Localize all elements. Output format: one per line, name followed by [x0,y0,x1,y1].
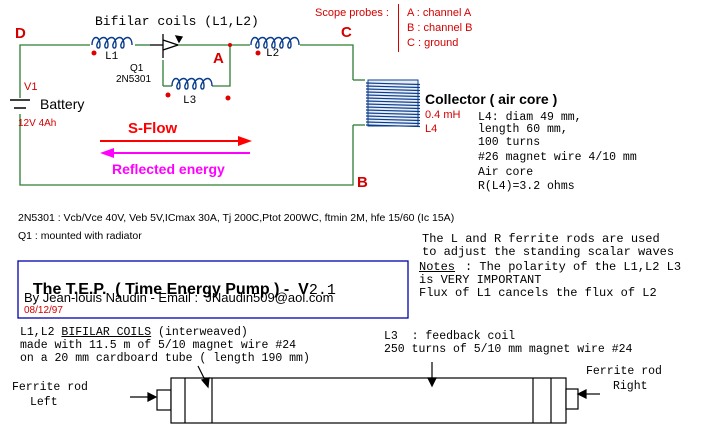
l3-label: L3 [183,95,197,107]
bifilar-coils-label: Bifilar coils (L1,L2) [95,14,259,29]
battery-spec-label: 12V 4Ah [18,118,57,129]
ferrite-note-1: The L and R ferrite rods are used [422,232,660,246]
probe-c: C : ground [407,37,459,49]
collector-turn [365,118,421,122]
probes-divider [398,4,399,52]
title-box [17,260,409,319]
collector-turn [365,94,421,98]
date-label: 08/12/97 [24,305,63,316]
tep-title: The T.E.P. ( Time Energy Pump ) - V2.1 [24,266,336,299]
l4-spec-line: Air core [478,166,534,179]
collector-label: Collector ( air core ) [425,91,558,107]
collector-turn [365,85,421,89]
ferrite-rod-left [156,389,172,411]
node-b-label: B [357,174,368,191]
l4-spec-line: 100 turns [478,136,541,149]
wire-l3-a [212,45,231,87]
collector-turn [365,109,421,113]
probe-b: B : channel B [407,22,473,34]
battery-label: Battery [40,96,85,112]
ferrite-right-label: Ferrite rod [586,365,662,378]
ferrite-right-side: Right [613,380,648,393]
author-line: By Jean-louis Naudin - Email : JNaudin50… [24,290,334,305]
collector-turn [365,103,421,107]
polarity-dot-l3-end [225,95,231,101]
polarity-dot-l3 [165,92,171,98]
collector-turn [365,112,421,116]
node-d-label: D [15,25,26,42]
coil-assembly [156,377,579,424]
sflow-label: S-Flow [128,120,178,137]
collector-turn [365,97,421,101]
ferrite-left-side: Left [30,396,58,409]
coil-l2 [250,36,300,49]
wire-d-battery [19,44,90,98]
wire-battery-b [19,114,354,186]
tep-version: 2.1 [308,282,336,299]
collector-turn [365,91,421,95]
l4-spec-line: R(L4)=3.2 ohms [478,180,575,193]
node-c-label: C [341,24,352,41]
l1-label: L1 [105,51,119,63]
notes-label: Notes [419,260,456,274]
polarity-dot-l2 [255,50,261,56]
ferrite-note-2: to adjust the standing scalar waves [422,245,675,259]
scope-probes-title: Scope probes : [315,7,389,19]
l4-spec-line: #26 magnet wire 4/10 mm [478,151,637,164]
q1-part-label: 2N5301 [116,74,152,85]
collector-turn [365,121,421,125]
collector-turn [365,82,421,86]
collector-turn [365,106,421,110]
l4-spec-line: length 60 mm, [478,123,568,136]
reflected-arrow [100,148,250,158]
coil-l3 [171,77,213,90]
l3-line-2: 250 turns of 5/10 mm magnet wire #24 [384,343,633,356]
cardboard-tube [170,377,567,424]
l1l2-title: L1,L2 BIFILAR COILS (interweaved) [20,326,248,339]
reflected-energy-label: Reflected energy [112,161,225,177]
l4-label: L4 [425,123,438,135]
node-a-label: A [213,50,224,67]
pointer-arrows [130,362,600,402]
collector-turn [365,115,421,119]
polarity-note-3: Flux of L1 cancels the flux of L2 [419,286,657,300]
l4-value-label: 0.4 mH [425,109,461,121]
circuit-wires [19,44,365,186]
sflow-arrow [100,136,252,146]
l1l2-line-2: on a 20 mm cardboard tube ( length 190 m… [20,352,310,365]
ferrite-rod-right [565,388,579,410]
polarity-note-2: is VERY IMPORTANT [419,273,542,287]
probe-a: A : channel A [407,7,472,19]
battery-symbol [10,99,30,109]
bifilar-coils-underlined: BIFILAR COILS [61,326,152,339]
l3-line-1: L3 : feedback coil [384,330,516,343]
collector-turn [365,88,421,92]
tep-title-text: The T.E.P. ( Time Energy Pump ) - V [32,281,309,298]
q1-label: Q1 [130,63,144,74]
l2-label: L2 [266,48,280,60]
coil-l1 [91,36,133,49]
polarity-note-1: : The polarity of the L1,L2 L3 [465,260,682,274]
collector-coil [365,79,421,128]
junction-a [228,43,232,47]
v1-label: V1 [24,81,38,93]
ferrite-left-label: Ferrite rod [12,381,88,394]
wire-c-collector [300,44,354,80]
transistor-q1 [150,34,184,58]
radiator-note: Q1 : mounted with radiator [18,230,142,242]
collector-turn [365,100,421,104]
coil-group [91,36,300,90]
l4-spec-line: L4: diam 49 mm, [478,111,582,124]
polarity-dots [91,43,261,101]
polarity-dot-l1 [91,50,97,56]
transistor-specs: 2N5301 : Vcb/Vce 40V, Veb 5V,ICmax 30A, … [18,212,455,224]
l1l2-line-1: made with 11.5 m of 5/10 magnet wire #24 [20,339,297,352]
collector-turn [365,124,421,128]
